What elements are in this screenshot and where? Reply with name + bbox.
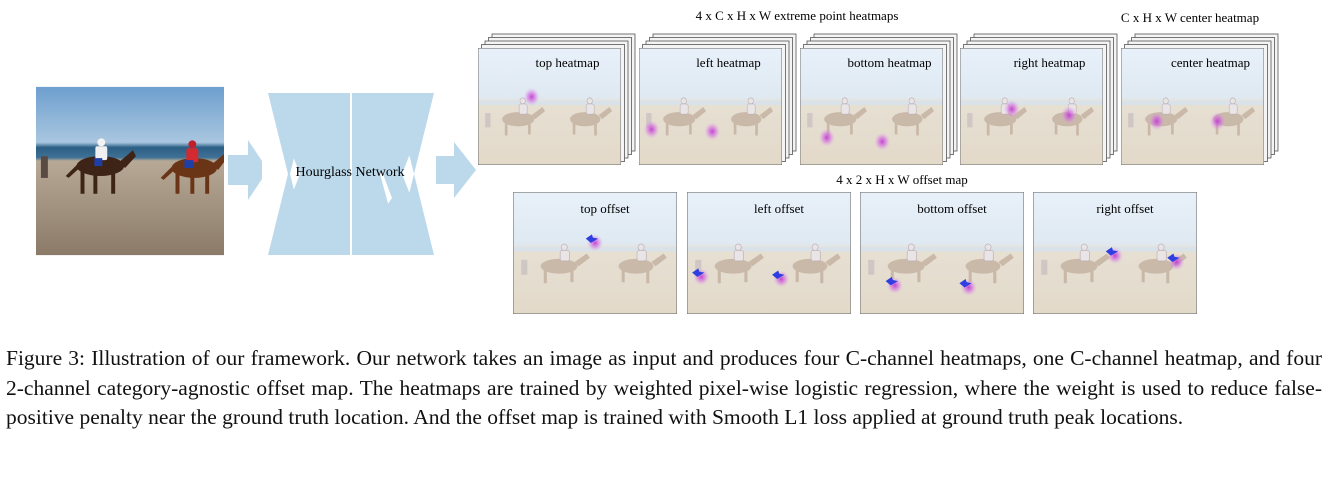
heatmap-stack-bottom: bottom heatmap — [800, 33, 958, 165]
heat-peak-mark — [1148, 112, 1165, 131]
figure-caption: Figure 3: Illustration of our framework.… — [6, 346, 1322, 429]
framework-figure: 4 x C x H x W extreme point heatmaps C x… — [36, 8, 1279, 314]
offset-map-right: right offset — [1033, 192, 1197, 314]
heatmap-stack-top: top heatmap — [478, 33, 636, 165]
center-heatmap-top-label: C x H x W center heatmap — [1121, 10, 1259, 25]
network-label: Hourglass Network — [295, 165, 404, 180]
heatmap-label: bottom heatmap — [847, 55, 931, 70]
heatmap-stack-left: left heatmap — [639, 33, 797, 165]
offset-arrow-icon — [885, 276, 898, 286]
arrow-right-icon — [436, 142, 476, 198]
arrow-right-icon — [228, 140, 268, 200]
heat-peak-mark — [704, 122, 721, 141]
hourglass-network: Hourglass Network — [262, 93, 434, 255]
heatmap-label: right heatmap — [1014, 55, 1086, 70]
offset-map-label: right offset — [1096, 201, 1154, 216]
offset-map-label: top offset — [580, 201, 630, 216]
heat-peak-mark — [1060, 105, 1078, 125]
offset-map-top: top offset — [513, 192, 677, 314]
extreme-heatmaps-label: 4 x C x H x W extreme point heatmaps — [696, 8, 899, 23]
offset-arrow-icon — [772, 270, 785, 279]
offset-map-label: left offset — [754, 201, 804, 216]
heat-peak-mark — [643, 120, 660, 139]
heat-peak-mark — [1003, 99, 1020, 119]
heatmap-label: top heatmap — [536, 55, 600, 70]
offset-map-label: bottom offset — [917, 201, 987, 216]
heatmap-stack-center: center heatmap — [1121, 33, 1279, 165]
heat-peak-mark — [874, 132, 891, 151]
heatmap-label: left heatmap — [696, 55, 761, 70]
offset-arrow-icon — [959, 278, 972, 288]
offset-arrow-icon — [585, 234, 599, 243]
input-image — [36, 86, 224, 256]
heat-peak-mark — [818, 128, 835, 147]
heatmap-label: center heatmap — [1171, 55, 1250, 70]
offset-map-label: 4 x 2 x H x W offset map — [836, 172, 967, 187]
offset-arrow-icon — [692, 268, 705, 277]
heat-peak-mark — [1209, 112, 1226, 131]
offset-map-bottom: bottom offset — [860, 192, 1024, 314]
heatmap-stack-right: right heatmap — [960, 33, 1118, 165]
offset-map-left: left offset — [687, 192, 851, 314]
heat-peak-mark — [523, 87, 540, 106]
